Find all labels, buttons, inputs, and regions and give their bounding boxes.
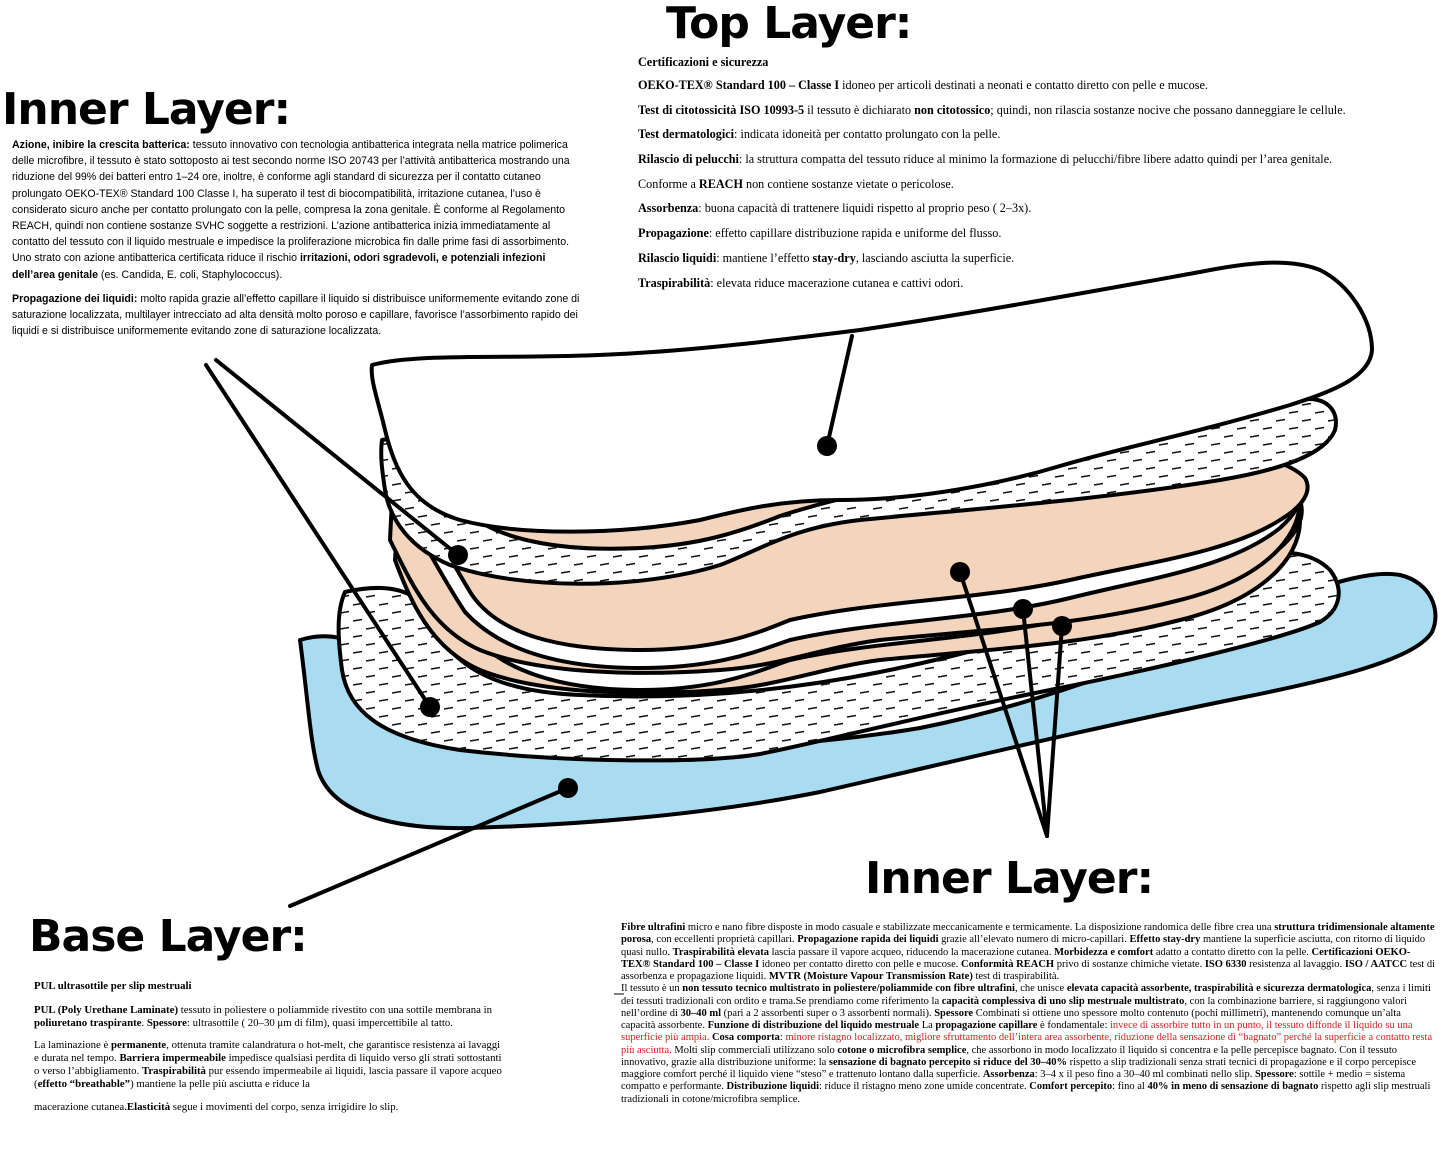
inner-layer-left-description: Azione, inibire la crescita batterica: t… xyxy=(12,137,587,339)
base-elasticity-paragraph: macerazione cutanea.Elasticità segue i m… xyxy=(34,1101,399,1113)
inner-layer-heading-left: Inner Layer: xyxy=(2,84,291,135)
top-liquid-release: Rilascio liquidi: mantiene l’effetto sta… xyxy=(638,250,1015,265)
inner-right-fibres-paragraph: Fibre ultrafini micro e nano fibre dispo… xyxy=(621,922,1436,982)
top-breathability: Traspirabilità: elevata riduce macerazio… xyxy=(638,275,964,290)
base-layer-heading: Base Layer: xyxy=(29,911,308,962)
liquid-propagation-paragraph: Propagazione dei liquidi: molto rapida g… xyxy=(12,292,580,338)
top-layer-heading: Top Layer: xyxy=(666,0,912,49)
top-certifications-title: Certificazioni e sicurezza xyxy=(638,55,769,69)
antibacterial-paragraph: Azione, inibire la crescita batterica: t… xyxy=(12,139,570,281)
top-oeko-tex: OEKO-TEX® Standard 100 – Classe I idoneo… xyxy=(638,78,1208,92)
top-layer-description: Certificazioni e sicurezza OEKO-TEX® Sta… xyxy=(638,54,1438,300)
inner-layer-heading-right: Inner Layer: xyxy=(865,853,1154,904)
top-layer-shape xyxy=(369,260,1374,534)
top-reach: Conforme a REACH non contiene sostanze v… xyxy=(638,176,954,191)
inner-right-technical-paragraph: Il tessuto è un non tessuto tecnico mult… xyxy=(621,983,1433,1105)
top-absorbency: Assorbenza: buona capacità di trattenere… xyxy=(638,201,1032,216)
callout-lines xyxy=(204,334,1064,908)
highlight-text-effects: minore ristagno localizzato, migliore sf… xyxy=(621,1032,1433,1056)
top-lint-release: Rilascio di pelucchi: la struttura compa… xyxy=(638,152,1333,167)
base-lamination-paragraph: La laminazione è permanente, ottenuta tr… xyxy=(34,1039,502,1090)
callout-dots xyxy=(420,436,1072,798)
top-dermatological: Test dermatologici: indicata idoneità pe… xyxy=(638,127,1001,142)
highlight-text-distribution: invece di assorbire tutto in un punto, i… xyxy=(621,1020,1413,1044)
top-propagation: Propagazione: effetto capillare distribu… xyxy=(638,226,1002,241)
inner-layer-right-description: Fibre ultrafini micro e nano fibre dispo… xyxy=(621,922,1436,1106)
inner-layer-3-shape xyxy=(393,498,1304,695)
top-cytotoxicity: Test di citotossicità ISO 10993-5 il tes… xyxy=(638,102,1346,117)
base-pul-paragraph: PUL (Poly Urethane Laminate) tessuto in … xyxy=(34,1004,492,1029)
base-layer-description: PUL ultrasottile per slip mestruali PUL … xyxy=(34,980,506,1114)
base-pul-title: PUL ultrasottile per slip mestruali xyxy=(34,980,192,992)
